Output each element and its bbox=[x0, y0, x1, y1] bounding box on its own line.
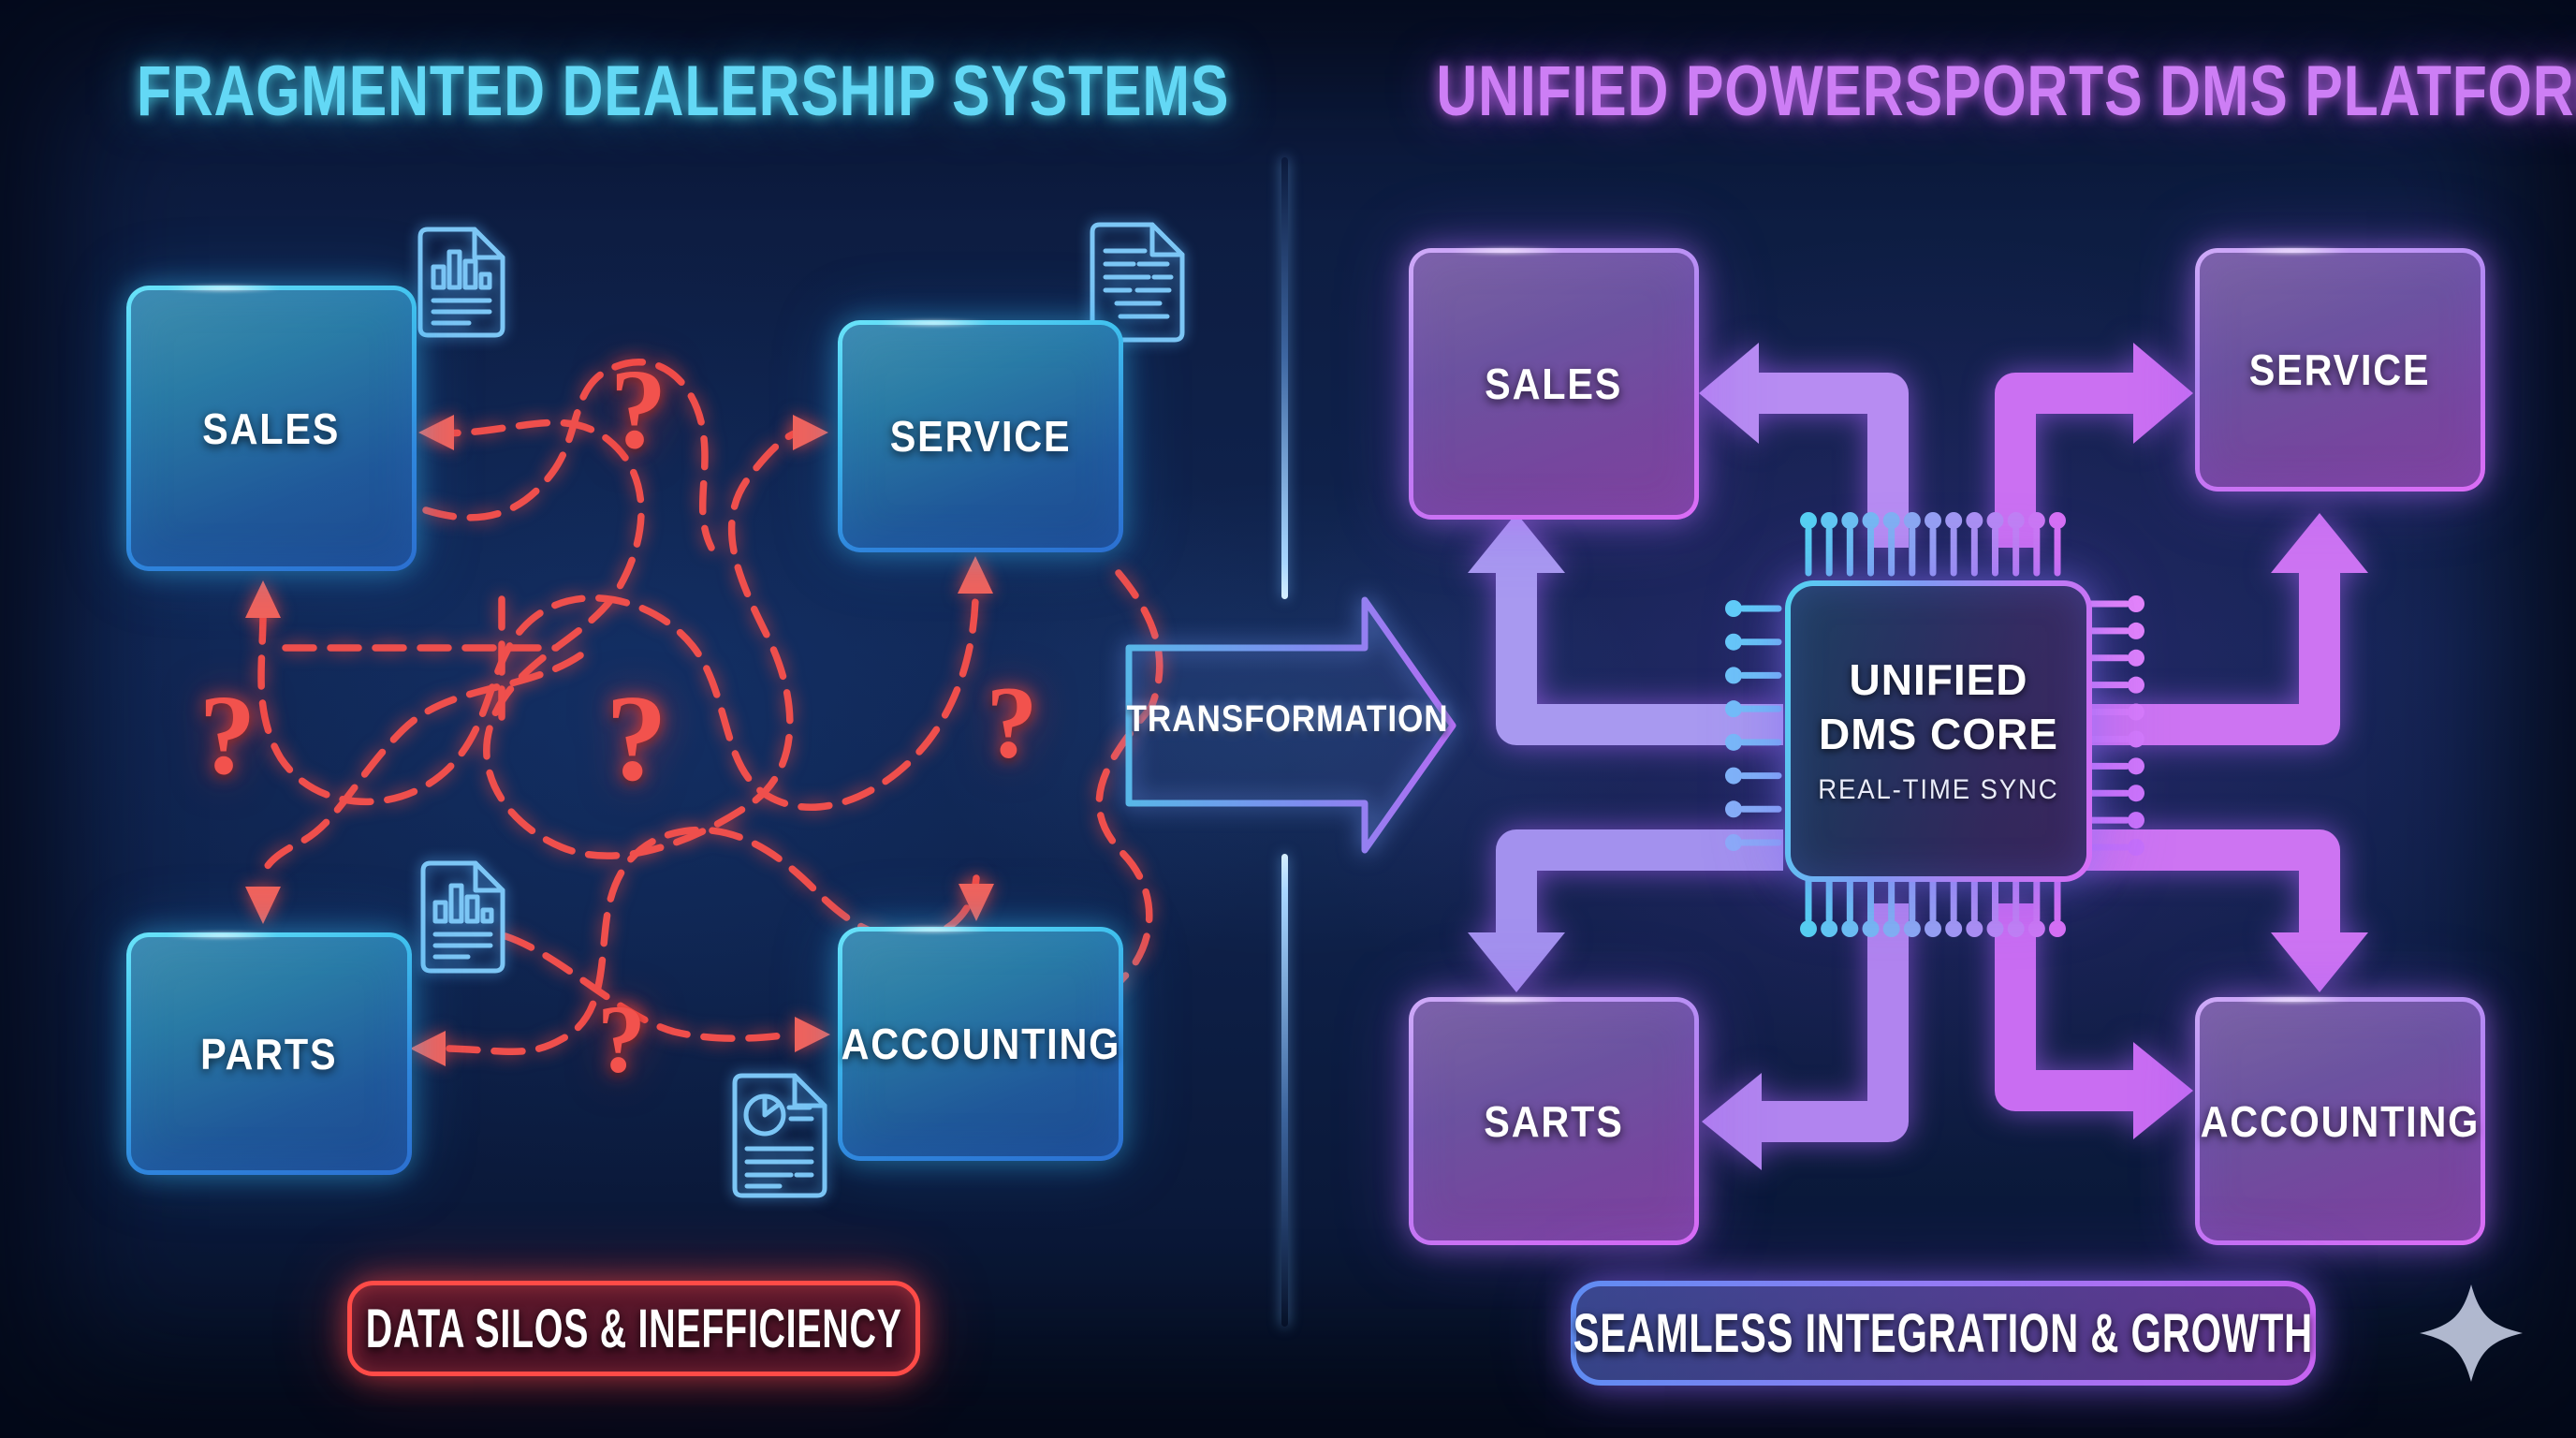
bar-chart-document-icon bbox=[420, 860, 505, 974]
seamless-integration-badge: SEAMLESS INTEGRATION & GROWTH bbox=[1571, 1281, 2316, 1386]
chip-title-line2: DMS CORE bbox=[1819, 710, 2058, 758]
box-label: PARTS bbox=[200, 1029, 338, 1078]
right-box-sales: SALES bbox=[1409, 248, 1699, 520]
box-label: SARTS bbox=[1484, 1096, 1624, 1146]
right-box-service: SERVICE bbox=[2195, 248, 2485, 492]
right-box-sarts: SARTS bbox=[1409, 997, 1699, 1245]
left-box-sales: SALES bbox=[126, 286, 417, 571]
transformation-label: TRANSFORMATION bbox=[1126, 698, 1449, 740]
red-arrowheads bbox=[245, 415, 994, 1066]
box-label: ACCOUNTING bbox=[841, 1020, 1120, 1068]
bar-chart-document-icon bbox=[417, 227, 505, 338]
left-box-accounting: ACCOUNTING bbox=[838, 927, 1123, 1161]
right-panel-title: UNIFIED POWERSPORTS DMS PLATFORM bbox=[1436, 51, 2576, 131]
left-panel-title: FRAGMENTED DEALERSHIP SYSTEMS bbox=[136, 51, 1230, 131]
box-label: SALES bbox=[1485, 360, 1623, 408]
question-mark: ? bbox=[986, 665, 1038, 780]
box-label: SALES bbox=[202, 404, 341, 453]
question-mark: ? bbox=[597, 985, 646, 1093]
sparkle-icon bbox=[2420, 1284, 2523, 1382]
unified-dms-core-chip: UNIFIED DMS CORE REAL-TIME SYNC bbox=[1785, 580, 2092, 882]
center-divider-top bbox=[1281, 157, 1288, 599]
box-label: ACCOUNTING bbox=[2200, 1096, 2481, 1146]
chip-subtitle: REAL-TIME SYNC bbox=[1818, 773, 2059, 805]
data-silos-badge: DATA SILOS & INEFFICIENCY bbox=[347, 1281, 920, 1376]
center-divider-bottom bbox=[1281, 854, 1288, 1327]
left-box-parts: PARTS bbox=[126, 932, 412, 1175]
chip-pins bbox=[1725, 512, 2144, 937]
question-mark: ? bbox=[606, 668, 667, 807]
chip-title-line1: UNIFIED bbox=[1849, 655, 2028, 705]
transformation-arrow bbox=[1125, 596, 1456, 854]
question-mark: ? bbox=[609, 346, 667, 473]
left-box-service: SERVICE bbox=[838, 320, 1123, 552]
integration-arrows bbox=[1468, 343, 2368, 1170]
question-mark: ? bbox=[198, 672, 256, 799]
box-label: SERVICE bbox=[2249, 345, 2431, 394]
pie-chart-document-icon bbox=[732, 1073, 827, 1198]
box-label: SERVICE bbox=[889, 412, 1072, 461]
right-box-accounting: ACCOUNTING bbox=[2195, 997, 2485, 1245]
